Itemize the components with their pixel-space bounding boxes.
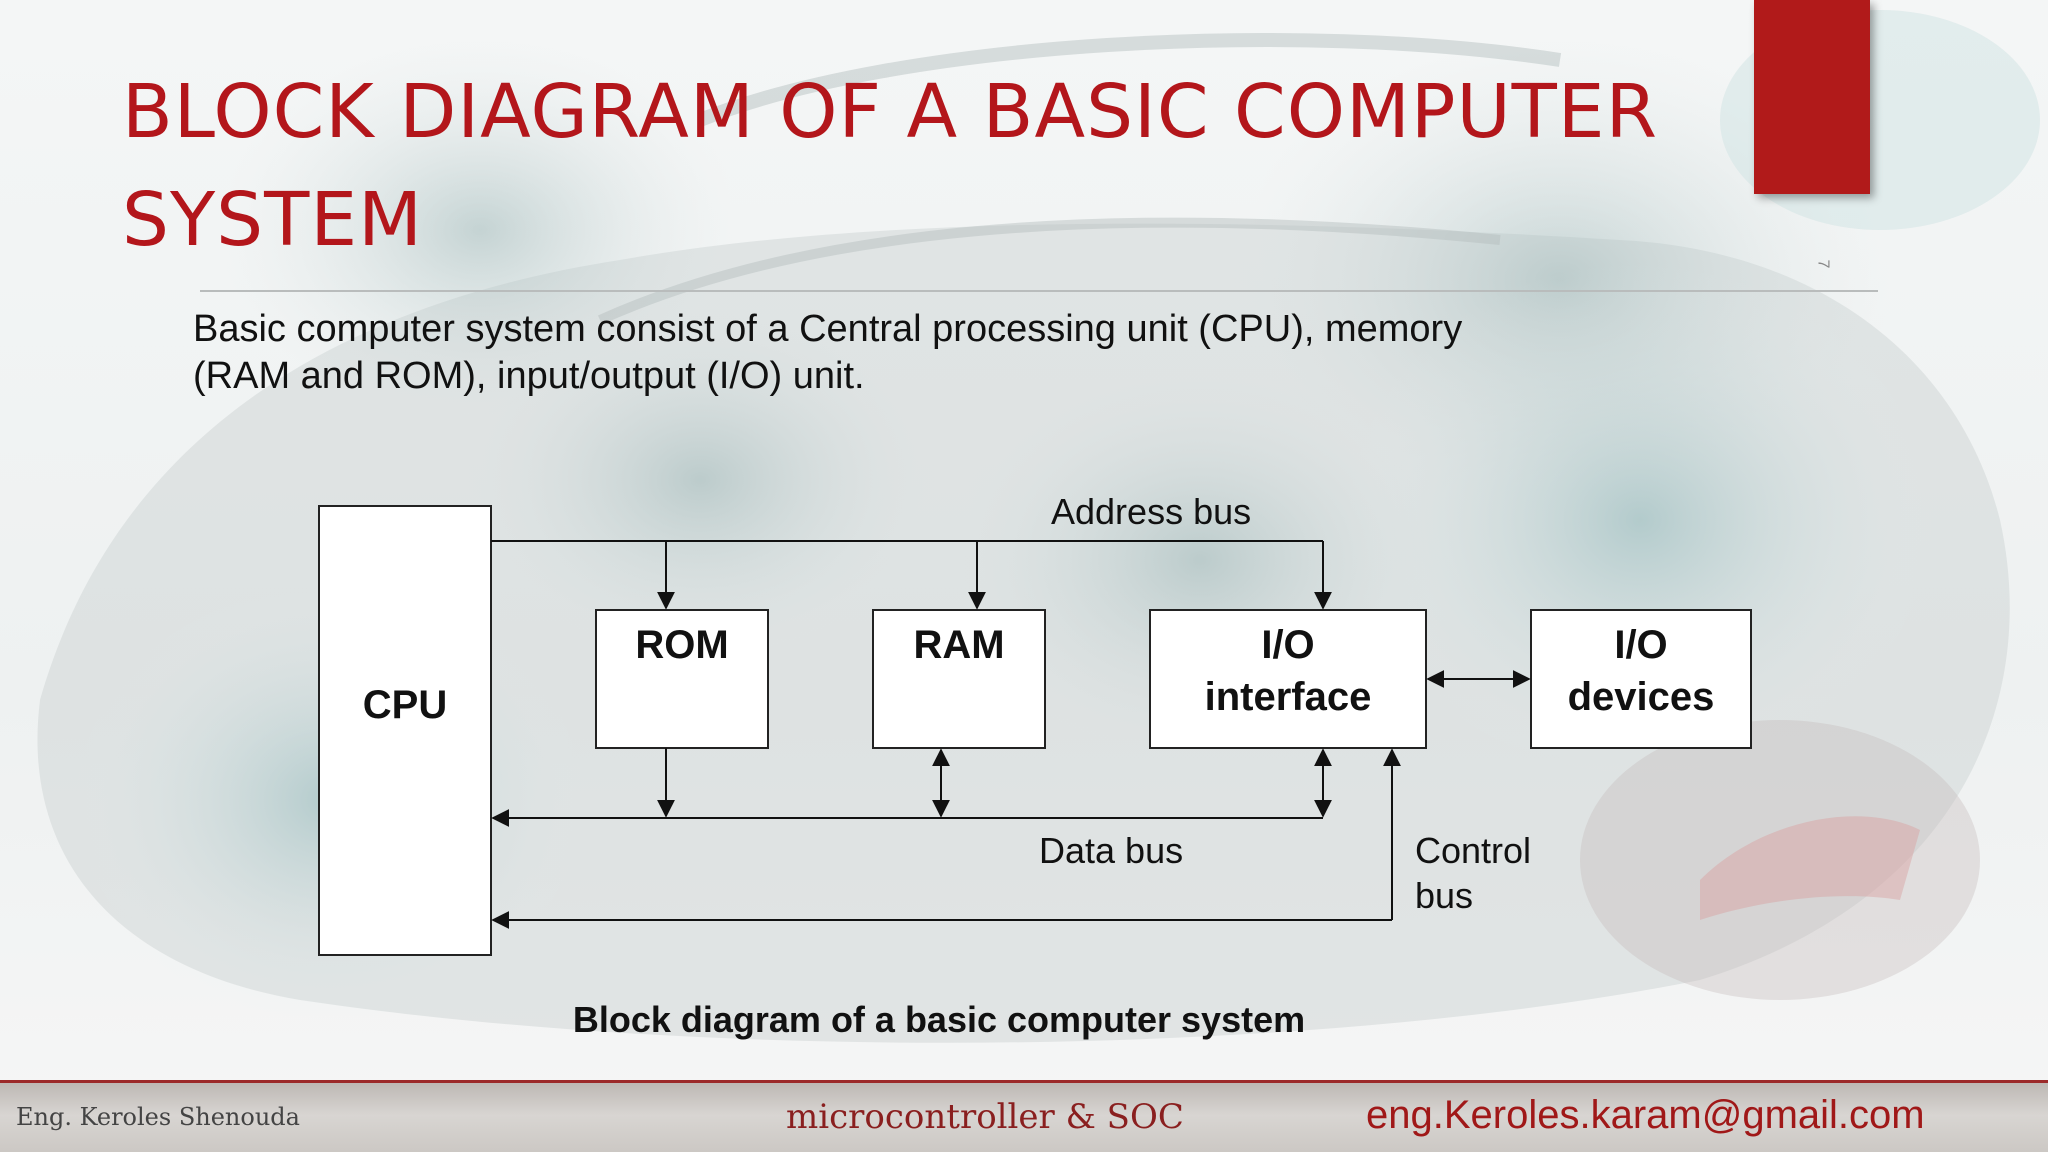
body-text: Basic computer system consist of a Centr… — [193, 308, 1463, 397]
footer-email: eng.Keroles.karam@gmail.com — [1366, 1093, 1925, 1137]
accent-bar — [1754, 0, 1870, 194]
rom-label: ROM — [635, 623, 728, 667]
rom-block — [595, 609, 769, 749]
address-bus — [491, 540, 1332, 610]
data-bus — [491, 748, 1332, 827]
ram-block — [872, 609, 1046, 749]
io-devices-label-line1: I/O — [1614, 623, 1667, 667]
cpu-block — [318, 505, 492, 956]
control-bus — [491, 748, 1401, 929]
footer-bar: Eng. Keroles Shenouda microcontroller & … — [0, 1080, 2048, 1152]
address-bus-label: Address bus — [1051, 491, 1251, 532]
ram-label: RAM — [913, 623, 1004, 667]
footer-author: Eng. Keroles Shenouda — [16, 1103, 300, 1131]
io-devices-label-line2: devices — [1568, 675, 1715, 719]
slide-title: BLOCK DIAGRAM OF A BASIC COMPUTER SYSTEM — [122, 69, 1658, 263]
io-interface-label-line2: interface — [1205, 675, 1372, 719]
io-interface-label-line1: I/O — [1261, 623, 1314, 667]
title-divider — [200, 290, 1878, 292]
io-interface-block — [1149, 609, 1427, 749]
control-bus-label-line2: bus — [1415, 875, 1473, 916]
data-bus-label: Data bus — [1039, 830, 1183, 871]
footer-course: microcontroller & SOC — [786, 1097, 1184, 1137]
control-bus-label-line1: Control — [1415, 830, 1531, 871]
diagram-caption: Block diagram of a basic computer system — [573, 999, 1305, 1040]
cpu-label: CPU — [363, 683, 447, 727]
io-devices-block — [1530, 609, 1752, 749]
